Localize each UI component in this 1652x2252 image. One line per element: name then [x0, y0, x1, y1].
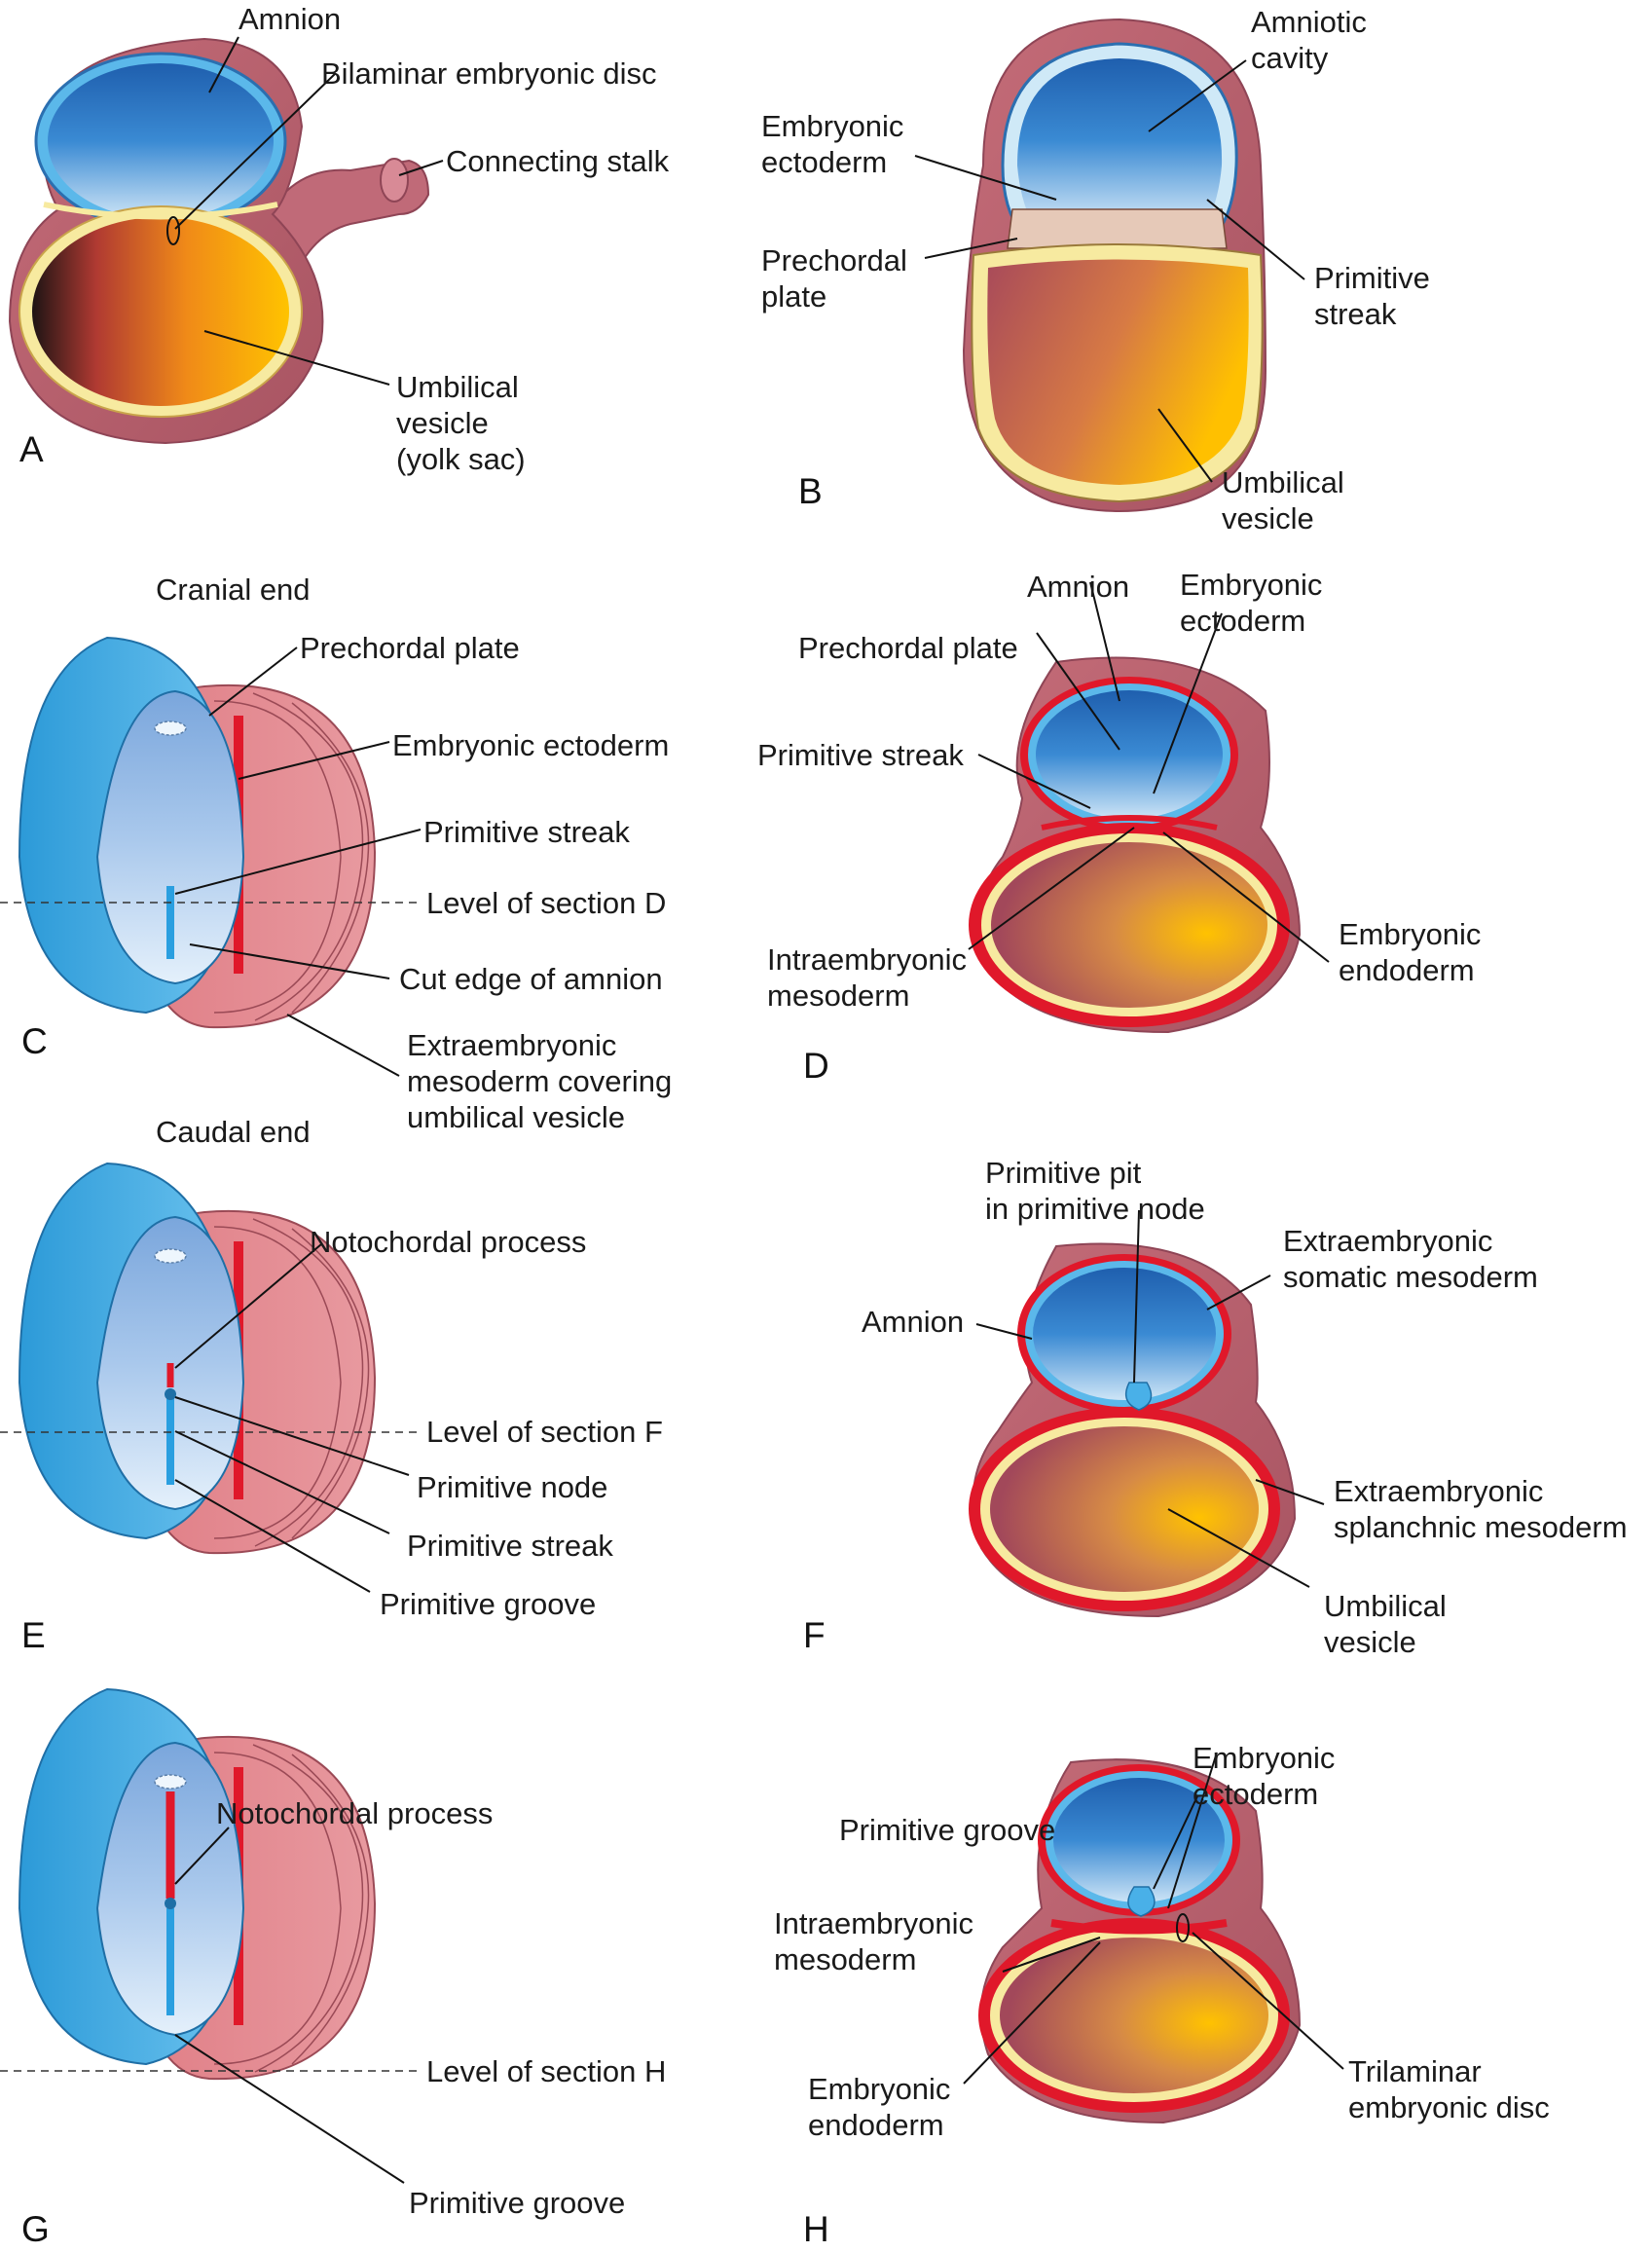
panel-letter-d: D: [803, 1046, 829, 1086]
label-d-prechordal-plate: Prechordal plate: [798, 631, 1018, 665]
label-f-primitive-pit-2: in primitive node: [985, 1192, 1205, 1226]
label-a-umbilical-1: Umbilical: [396, 370, 519, 404]
panel-d-drawing: [969, 656, 1302, 1034]
panel-letter-h: H: [803, 2209, 829, 2249]
label-f-somatic-2: somatic mesoderm: [1283, 1260, 1538, 1294]
label-h-ectoderm-1: Embryonic: [1193, 1741, 1336, 1775]
label-c-extraembryonic-2: mesoderm covering: [407, 1064, 673, 1098]
label-b-prechordal-2: plate: [761, 279, 827, 314]
label-e-notochordal-process: Notochordal process: [310, 1225, 587, 1259]
label-h-trilaminar-2: embryonic disc: [1348, 2090, 1550, 2124]
label-c-caudal-end: Caudal end: [156, 1115, 311, 1149]
panel-b-drawing: [962, 18, 1267, 512]
leader-lines: [174, 36, 1344, 2184]
label-b-streak-1: Primitive: [1314, 261, 1430, 295]
label-e-primitive-streak: Primitive streak: [407, 1529, 613, 1563]
label-c-prechordal-plate: Prechordal plate: [300, 631, 520, 665]
label-c-primitive-streak: Primitive streak: [423, 815, 630, 849]
label-b-umbilical-1: Umbilical: [1222, 465, 1344, 499]
label-c-level-section-d: Level of section D: [426, 886, 667, 920]
label-g-primitive-groove: Primitive groove: [409, 2186, 626, 2220]
label-b-ectoderm-2: ectoderm: [761, 145, 888, 179]
label-f-umbilical-1: Umbilical: [1324, 1589, 1447, 1623]
label-h-primitive-groove: Primitive groove: [839, 1813, 1056, 1847]
label-h-endoderm-1: Embryonic: [808, 2072, 951, 2106]
label-d-ectoderm-2: ectoderm: [1180, 604, 1306, 638]
label-a-bilaminar-disc: Bilaminar embryonic disc: [321, 56, 657, 91]
panel-letter-a: A: [19, 429, 44, 469]
label-g-notochordal-process: Notochordal process: [216, 1796, 494, 1830]
label-h-trilaminar-1: Trilaminar: [1348, 2054, 1482, 2088]
label-e-primitive-groove: Primitive groove: [380, 1587, 597, 1621]
panel-letter-f: F: [803, 1615, 826, 1655]
label-h-ectoderm-2: ectoderm: [1193, 1777, 1319, 1811]
label-f-somatic-1: Extraembryonic: [1283, 1224, 1493, 1258]
label-b-amniotic-1: Amniotic: [1251, 5, 1367, 39]
panel-f-drawing: [969, 1242, 1297, 1618]
panel-g-drawing: [18, 1687, 377, 2081]
label-b-streak-2: streak: [1314, 297, 1397, 331]
label-b-umbilical-2: vesicle: [1222, 501, 1314, 535]
panel-letter-g: G: [21, 2209, 50, 2249]
label-d-intraembryonic-1: Intraembryonic: [767, 942, 968, 977]
label-d-endoderm-1: Embryonic: [1339, 917, 1482, 951]
label-h-intraembryonic-2: mesoderm: [774, 1942, 917, 1976]
panel-a-drawing: [8, 37, 430, 445]
label-a-amnion: Amnion: [239, 2, 342, 36]
label-e-primitive-node: Primitive node: [417, 1470, 608, 1504]
label-h-endoderm-2: endoderm: [808, 2108, 944, 2142]
label-b-ectoderm-1: Embryonic: [761, 109, 904, 143]
label-g-level-section-h: Level of section H: [426, 2054, 667, 2088]
label-d-primitive-streak: Primitive streak: [757, 738, 964, 772]
panel-letter-c: C: [21, 1021, 48, 1061]
panel-c-drawing: [18, 636, 377, 1029]
label-a-connecting-stalk: Connecting stalk: [446, 144, 670, 178]
label-d-ectoderm-1: Embryonic: [1180, 568, 1323, 602]
panel-letter-e: E: [21, 1615, 46, 1655]
label-d-endoderm-2: endoderm: [1339, 953, 1475, 987]
label-b-prechordal-1: Prechordal: [761, 243, 907, 277]
label-e-level-section-f: Level of section F: [426, 1415, 663, 1449]
label-f-primitive-pit-1: Primitive pit: [985, 1156, 1142, 1190]
panel-letter-b: B: [798, 471, 823, 511]
label-b-amniotic-2: cavity: [1251, 41, 1329, 75]
label-f-splanchnic-1: Extraembryonic: [1334, 1474, 1544, 1508]
label-f-splanchnic-2: splanchnic mesoderm: [1334, 1510, 1628, 1544]
label-h-intraembryonic-1: Intraembryonic: [774, 1906, 974, 1940]
label-f-amnion: Amnion: [862, 1305, 965, 1339]
label-c-cut-edge-amnion: Cut edge of amnion: [399, 962, 663, 996]
panel-h-drawing: [978, 1758, 1302, 2124]
label-d-intraembryonic-2: mesoderm: [767, 978, 910, 1013]
label-c-embryonic-ectoderm: Embryonic ectoderm: [392, 728, 670, 762]
label-f-umbilical-2: vesicle: [1324, 1625, 1416, 1659]
label-c-cranial-end: Cranial end: [156, 572, 311, 607]
label-a-umbilical-3: (yolk sac): [396, 442, 526, 476]
label-c-extraembryonic-3: umbilical vesicle: [407, 1100, 625, 1134]
panel-e-drawing: [18, 1162, 377, 1555]
label-c-extraembryonic-1: Extraembryonic: [407, 1028, 617, 1062]
label-a-umbilical-2: vesicle: [396, 406, 489, 440]
label-d-amnion: Amnion: [1027, 570, 1130, 604]
